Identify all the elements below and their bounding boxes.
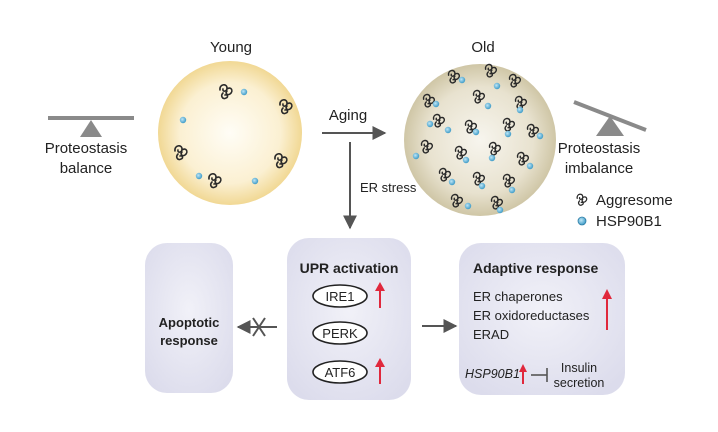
hsp90b1-dot-icon: [484, 102, 492, 110]
sensor-perk: PERK: [312, 321, 368, 345]
upr-title: UPR activation: [300, 260, 399, 276]
hsp90b1-dot-icon: [496, 206, 504, 214]
adaptive-item-erad: ERAD: [473, 327, 509, 342]
hsp90b1-dot-icon: [508, 186, 516, 194]
hsp90b1-dot-icon: [448, 178, 456, 186]
sensor-atf6: ATF6: [312, 358, 385, 384]
hsp90b1-dot-icon: [432, 100, 440, 108]
legend: Aggresome HSP90B1: [576, 192, 673, 230]
insulin-label-line2: secretion: [554, 376, 605, 390]
sensor-perk-label: PERK: [322, 326, 358, 341]
legend-aggresome-label: Aggresome: [596, 192, 673, 209]
young-cell: [158, 61, 302, 205]
hsp90b1-dot-icon: [478, 182, 486, 190]
inhibition-icon: [531, 368, 548, 382]
adaptive-panel: [459, 243, 625, 395]
hsp90b1-dot-icon: [426, 120, 434, 128]
er-stress-label: ER stress: [360, 180, 417, 195]
hsp90b1-dot-icon: [195, 172, 203, 180]
gene-label-hsp90b1: HSP90B1: [465, 367, 520, 381]
hsp90b1-dot-icon: [462, 156, 470, 164]
legend-hsp90b1-label: HSP90B1: [596, 213, 662, 230]
hsp90b1-dot-icon: [516, 106, 524, 114]
up-arrow-icon: [602, 289, 612, 330]
blocked-arrow-icon: [236, 317, 277, 337]
up-arrow-icon: [519, 364, 527, 384]
imbalance-label-line2: imbalance: [565, 160, 633, 177]
apoptotic-panel: [145, 243, 233, 393]
hsp90b1-legend-icon: [577, 216, 587, 226]
hsp90b1-dot-icon: [464, 202, 472, 210]
hsp90b1-dot-icon: [240, 88, 248, 96]
young-label: Young: [210, 39, 252, 56]
imbalance-seesaw-icon: [573, 100, 647, 136]
adaptive-item-er-chaperones: ER chaperones: [473, 289, 563, 304]
hsp90b1-dot-icon: [488, 154, 496, 162]
hsp90b1-dot-icon: [526, 162, 534, 170]
sensor-ire1-label: IRE1: [326, 289, 355, 304]
hsp90b1-dot-icon: [444, 126, 452, 134]
balance-label-line1: Proteostasis: [45, 140, 128, 157]
old-cell: [404, 64, 556, 216]
hsp90b1-dot-icon: [179, 116, 187, 124]
old-cell-contents: [412, 63, 544, 214]
aging-label: Aging: [329, 107, 367, 124]
apoptotic-label-line1: Apoptotic: [159, 315, 220, 330]
hsp90b1-dot-icon: [412, 152, 420, 160]
hsp90b1-dot-icon: [458, 76, 466, 84]
balance-label-line2: balance: [60, 160, 113, 177]
up-arrow-icon: [375, 282, 385, 308]
hsp90b1-dot-icon: [504, 130, 512, 138]
hsp90b1-dot-icon: [251, 177, 259, 185]
hsp90b1-dot-icon: [472, 128, 480, 136]
hsp90b1-dot-icon: [493, 82, 501, 90]
up-arrow-icon: [375, 358, 385, 384]
hsp90b1-dot-icon: [536, 132, 544, 140]
imbalance-label-line1: Proteostasis: [558, 140, 641, 157]
insulin-label-line1: Insulin: [561, 361, 597, 375]
old-label: Old: [471, 39, 494, 56]
adaptive-item-er-oxidoreductases: ER oxidoreductases: [473, 308, 590, 323]
young-cell-contents: [174, 83, 293, 189]
aggresome-legend-icon: [576, 193, 588, 206]
adaptive-title: Adaptive response: [473, 260, 598, 276]
sensor-atf6-label: ATF6: [325, 365, 356, 380]
apoptotic-label-line2: response: [160, 333, 218, 348]
sensor-ire1: IRE1: [312, 282, 385, 308]
balance-seesaw-icon: [48, 116, 134, 137]
